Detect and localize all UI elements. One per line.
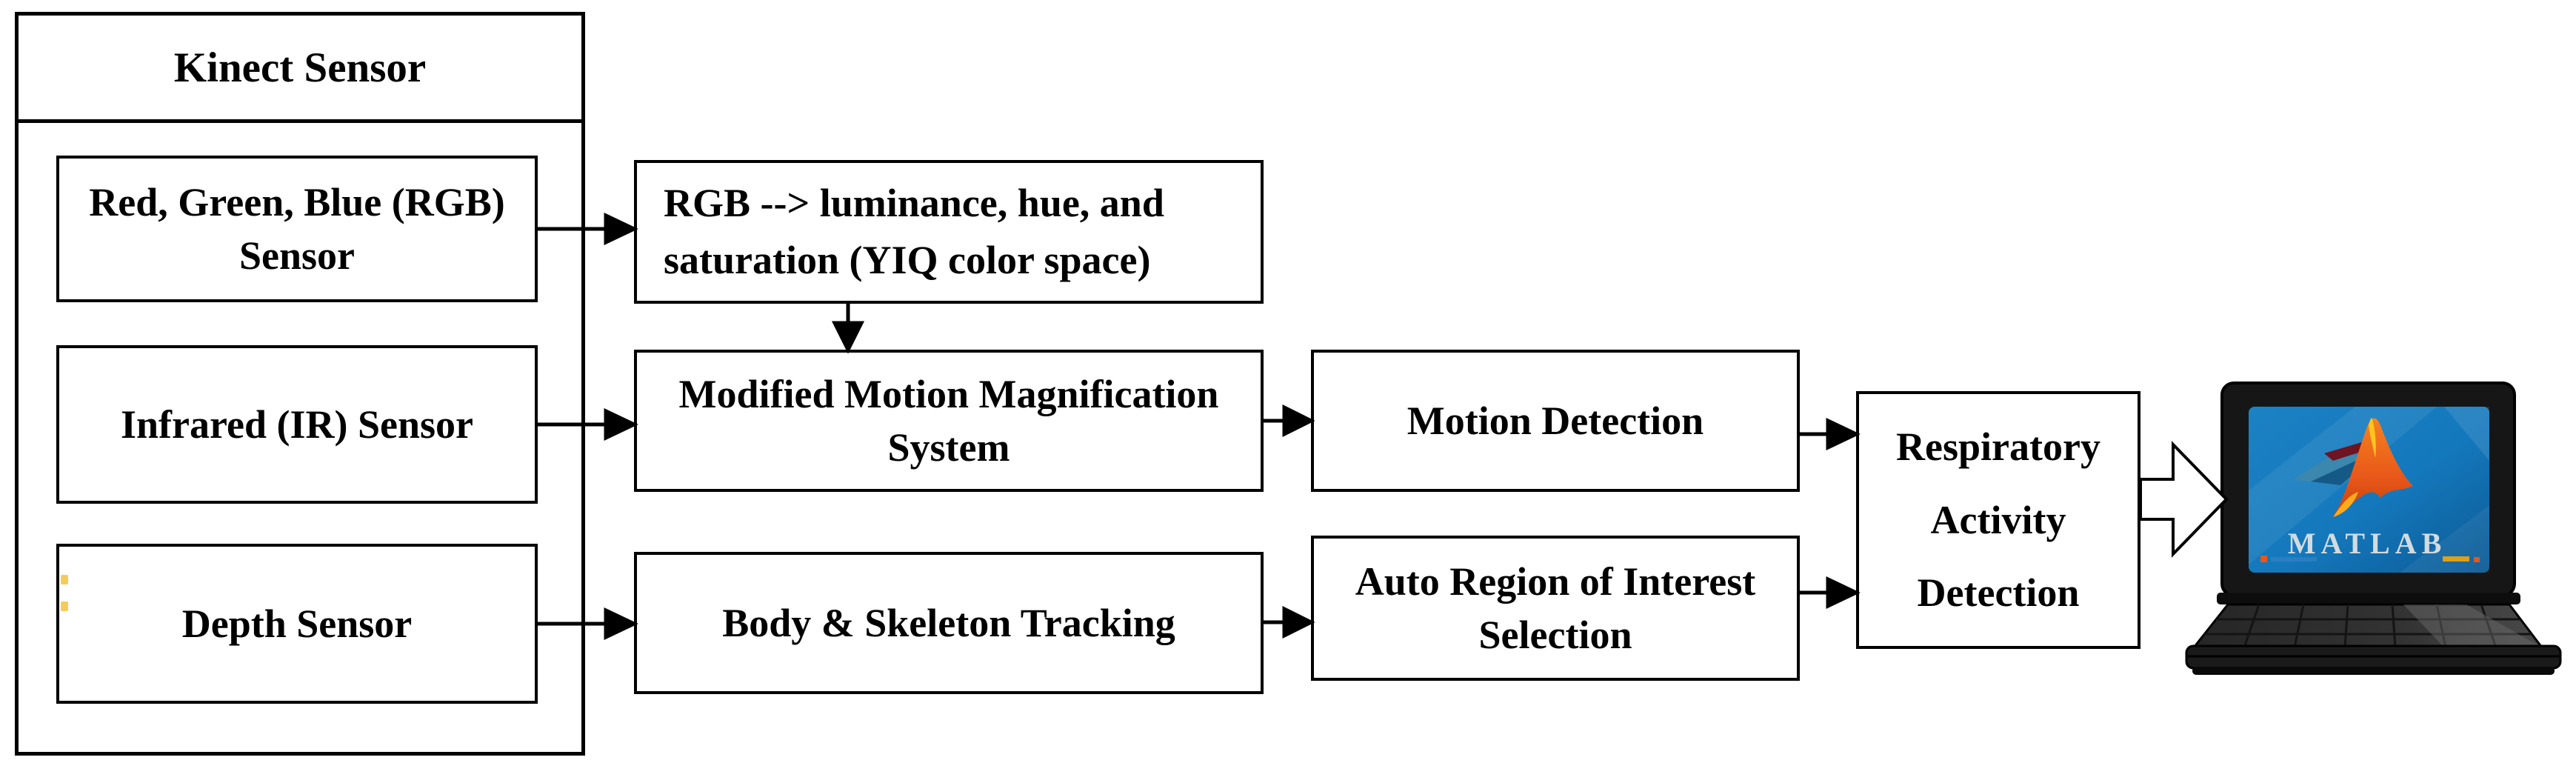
footer-text-bar-left <box>2271 557 2317 562</box>
node-roi-line1: Auto Region of Interest <box>1355 559 1756 604</box>
laptop-illustration: MATLAB <box>2185 382 2562 675</box>
arrow-respiratory-to-laptop <box>2139 441 2229 558</box>
node-motion-detection: Motion Detection <box>1311 350 1800 492</box>
node-roi-line2: Selection <box>1478 613 1632 657</box>
matlab-logo <box>2292 418 2413 519</box>
node-yiq-line1: RGB --> luminance, hue, and <box>664 181 1164 226</box>
node-mmm-line1: Modified Motion Magnification <box>678 371 1219 416</box>
footer-dot-right <box>2474 557 2480 562</box>
node-resp-line3: Detection <box>1917 570 2080 616</box>
laptop-base <box>2185 644 2562 670</box>
laptop-keyboard-deck <box>2191 603 2545 649</box>
arrow-roi-to-respiratory <box>1800 576 1861 609</box>
node-mmm-line2: System <box>887 425 1010 470</box>
kinect-title-divider <box>19 119 581 123</box>
laptop-hinge <box>2217 593 2520 604</box>
node-ir-sensor-line1: Infrared (IR) Sensor <box>121 402 473 447</box>
node-body-skeleton-tracking: Body & Skeleton Tracking <box>634 552 1264 694</box>
node-bst-line1: Body & Skeleton Tracking <box>722 600 1175 645</box>
laptop-key-grid <box>2204 604 2532 648</box>
node-rgb-sensor: Red, Green, Blue (RGB) Sensor <box>56 156 538 302</box>
node-rgb-sensor-line2: Sensor <box>238 233 355 278</box>
matlab-logo-peak-highlight <box>2369 418 2376 458</box>
footer-logo-mark <box>2260 556 2267 562</box>
node-auto-roi: Auto Region of Interest Selection <box>1311 536 1800 681</box>
node-respiratory-detection: Respiratory Activity Detection <box>1856 391 2140 649</box>
node-depth-sensor-line1: Depth Sensor <box>181 601 413 646</box>
matlab-logo-wing-dark <box>2311 457 2374 485</box>
laptop-screen-gloss <box>2249 407 2489 573</box>
screen-footer-branding <box>2260 556 2480 562</box>
laptop-lid <box>2220 382 2516 597</box>
laptop-base-lip <box>2192 667 2555 675</box>
kinect-sensor-title-text: Kinect Sensor <box>173 44 427 91</box>
node-rgb-sensor-line1: Red, Green, Blue (RGB) <box>89 179 505 224</box>
node-yiq-conversion: RGB --> luminance, hue, and saturation (… <box>634 160 1264 304</box>
laptop-deck-highlight <box>2403 604 2542 647</box>
arrow-mmm-to-motion <box>1264 404 1315 438</box>
matlab-logo-maroon-streak <box>2324 442 2370 461</box>
artifact-speck-1 <box>61 575 68 584</box>
arrow-motion-to-respiratory <box>1800 418 1861 450</box>
kinect-sensor-title: Kinect Sensor <box>19 16 581 119</box>
arrow-bst-to-roi <box>1264 605 1315 639</box>
arrow-yiq-to-mmm <box>831 304 865 354</box>
laptop-screen <box>2249 407 2489 573</box>
node-motion-magnification: Modified Motion Magnification System <box>634 350 1264 492</box>
node-yiq-line2: saturation (YIQ color space) <box>664 238 1151 282</box>
node-ir-sensor: Infrared (IR) Sensor <box>56 345 538 504</box>
node-motion-line1: Motion Detection <box>1407 398 1704 443</box>
footer-text-bar-right <box>2443 556 2469 562</box>
matlab-wordmark: MATLAB <box>2288 527 2447 560</box>
artifact-speck-2 <box>61 602 68 611</box>
node-depth-sensor: Depth Sensor <box>56 544 538 704</box>
matlab-logo-membrane <box>2332 418 2413 519</box>
matlab-logo-wing <box>2292 453 2374 483</box>
matlab-logo-bottom-glow <box>2333 492 2358 517</box>
node-resp-line2: Activity <box>1930 497 2066 542</box>
node-resp-line1: Respiratory <box>1896 424 2100 469</box>
